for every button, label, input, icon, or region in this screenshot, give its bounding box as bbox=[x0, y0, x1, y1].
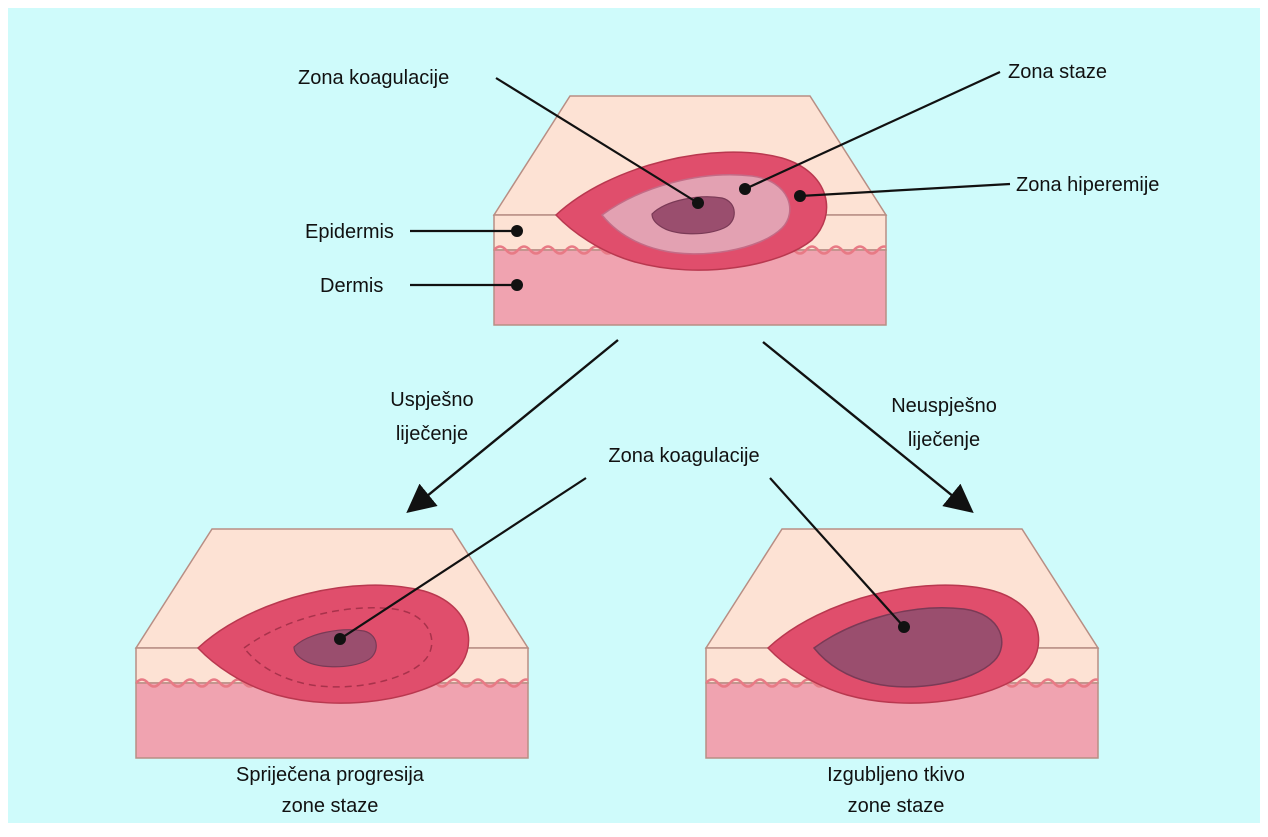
dot-right-coagulation bbox=[898, 621, 910, 633]
label-left-caption-line1: Spriječena progresija bbox=[236, 764, 425, 786]
dot-hyperemia bbox=[794, 190, 806, 202]
label-right-caption-line2: zone staze bbox=[848, 795, 945, 817]
label-hyperemia: Zona hiperemije bbox=[1016, 174, 1159, 196]
label-fail-line2: liječenje bbox=[908, 429, 980, 451]
dot-top-coagulation bbox=[692, 197, 704, 209]
label-left-caption-line2: zone staze bbox=[282, 795, 379, 817]
label-epidermis: Epidermis bbox=[305, 221, 394, 243]
label-success-line1: Uspješno bbox=[390, 389, 473, 411]
label-stasis: Zona staze bbox=[1008, 61, 1107, 83]
dot-dermis bbox=[511, 279, 523, 291]
dot-epidermis bbox=[511, 225, 523, 237]
label-dermis: Dermis bbox=[320, 275, 383, 297]
label-middle-coagulation: Zona koagulacije bbox=[608, 445, 759, 467]
label-right-caption-line1: Izgubljeno tkivo bbox=[827, 764, 965, 786]
dot-left-coagulation bbox=[334, 633, 346, 645]
dot-stasis bbox=[739, 183, 751, 195]
label-success-line2: liječenje bbox=[396, 423, 468, 445]
label-fail-line1: Neuspješno bbox=[891, 395, 997, 417]
label-top-coagulation: Zona koagulacije bbox=[298, 67, 449, 89]
